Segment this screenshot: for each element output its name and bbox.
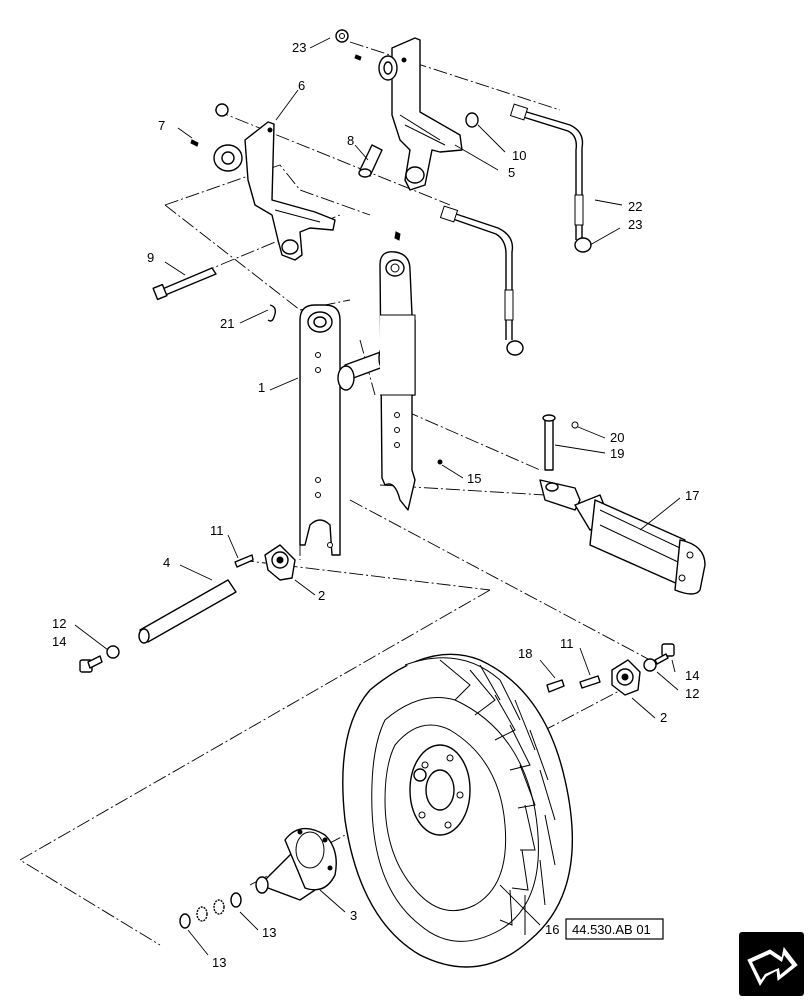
callout-12-right: 12 [685,686,699,701]
callout-9: 9 [147,250,154,265]
callout-1: 1 [258,380,265,395]
bearing-part-2-right [546,659,641,696]
callout-labels: 23 6 7 8 10 5 22 23 9 21 1 15 20 19 17 1… [52,40,699,970]
callout-22: 22 [628,199,642,214]
callout-13-left: 13 [212,955,226,970]
bracket-part-5 [378,37,463,191]
callout-18: 18 [518,646,532,661]
bracket-part-6 [213,121,336,261]
arm-rear [379,251,443,511]
callout-23-right: 23 [628,217,642,232]
hydraulic-cylinder-part-17 [539,479,706,595]
arm-part-1 [299,304,341,556]
callout-13-right: 13 [262,925,276,940]
callout-21: 21 [220,316,234,331]
wheel-part-16 [342,653,574,968]
hub-part-3 [255,827,337,901]
next-page-arrow-icon[interactable] [739,932,804,996]
reference-link-text[interactable]: 44.530.AB 01 [572,922,651,937]
washers-part-13 [179,892,242,929]
u-bolt-part-22 [509,103,592,253]
callout-11-left: 11 [210,523,224,538]
callout-19: 19 [610,446,624,461]
callout-16: 16 [545,922,559,937]
callout-8: 8 [347,133,354,148]
reference-link[interactable]: 44.530.AB 01 [565,918,664,940]
callout-7: 7 [158,118,165,133]
callout-23-top: 23 [292,40,306,55]
washer-bolt-left [79,645,120,673]
callout-11-right: 11 [560,636,574,651]
pin-part-19 [542,414,579,471]
callout-10: 10 [512,148,526,163]
u-bolt-lower [439,205,524,356]
callout-14-left: 14 [52,634,66,649]
callout-2-left: 2 [318,588,325,603]
bearing-part-2-left [234,544,296,581]
callout-20: 20 [610,430,624,445]
callout-3: 3 [350,908,357,923]
callout-2-right: 2 [660,710,667,725]
callout-17: 17 [685,488,699,503]
callout-12-left: 12 [52,616,66,631]
callout-5: 5 [508,165,515,180]
leader-lines [74,37,681,956]
hardware-parts [152,29,479,322]
callout-14-right: 14 [685,668,699,683]
callout-4: 4 [163,555,170,570]
callout-6: 6 [298,78,305,93]
shaft-part-4 [138,579,237,644]
washer-bolt-right [643,643,675,672]
callout-15: 15 [467,471,481,486]
